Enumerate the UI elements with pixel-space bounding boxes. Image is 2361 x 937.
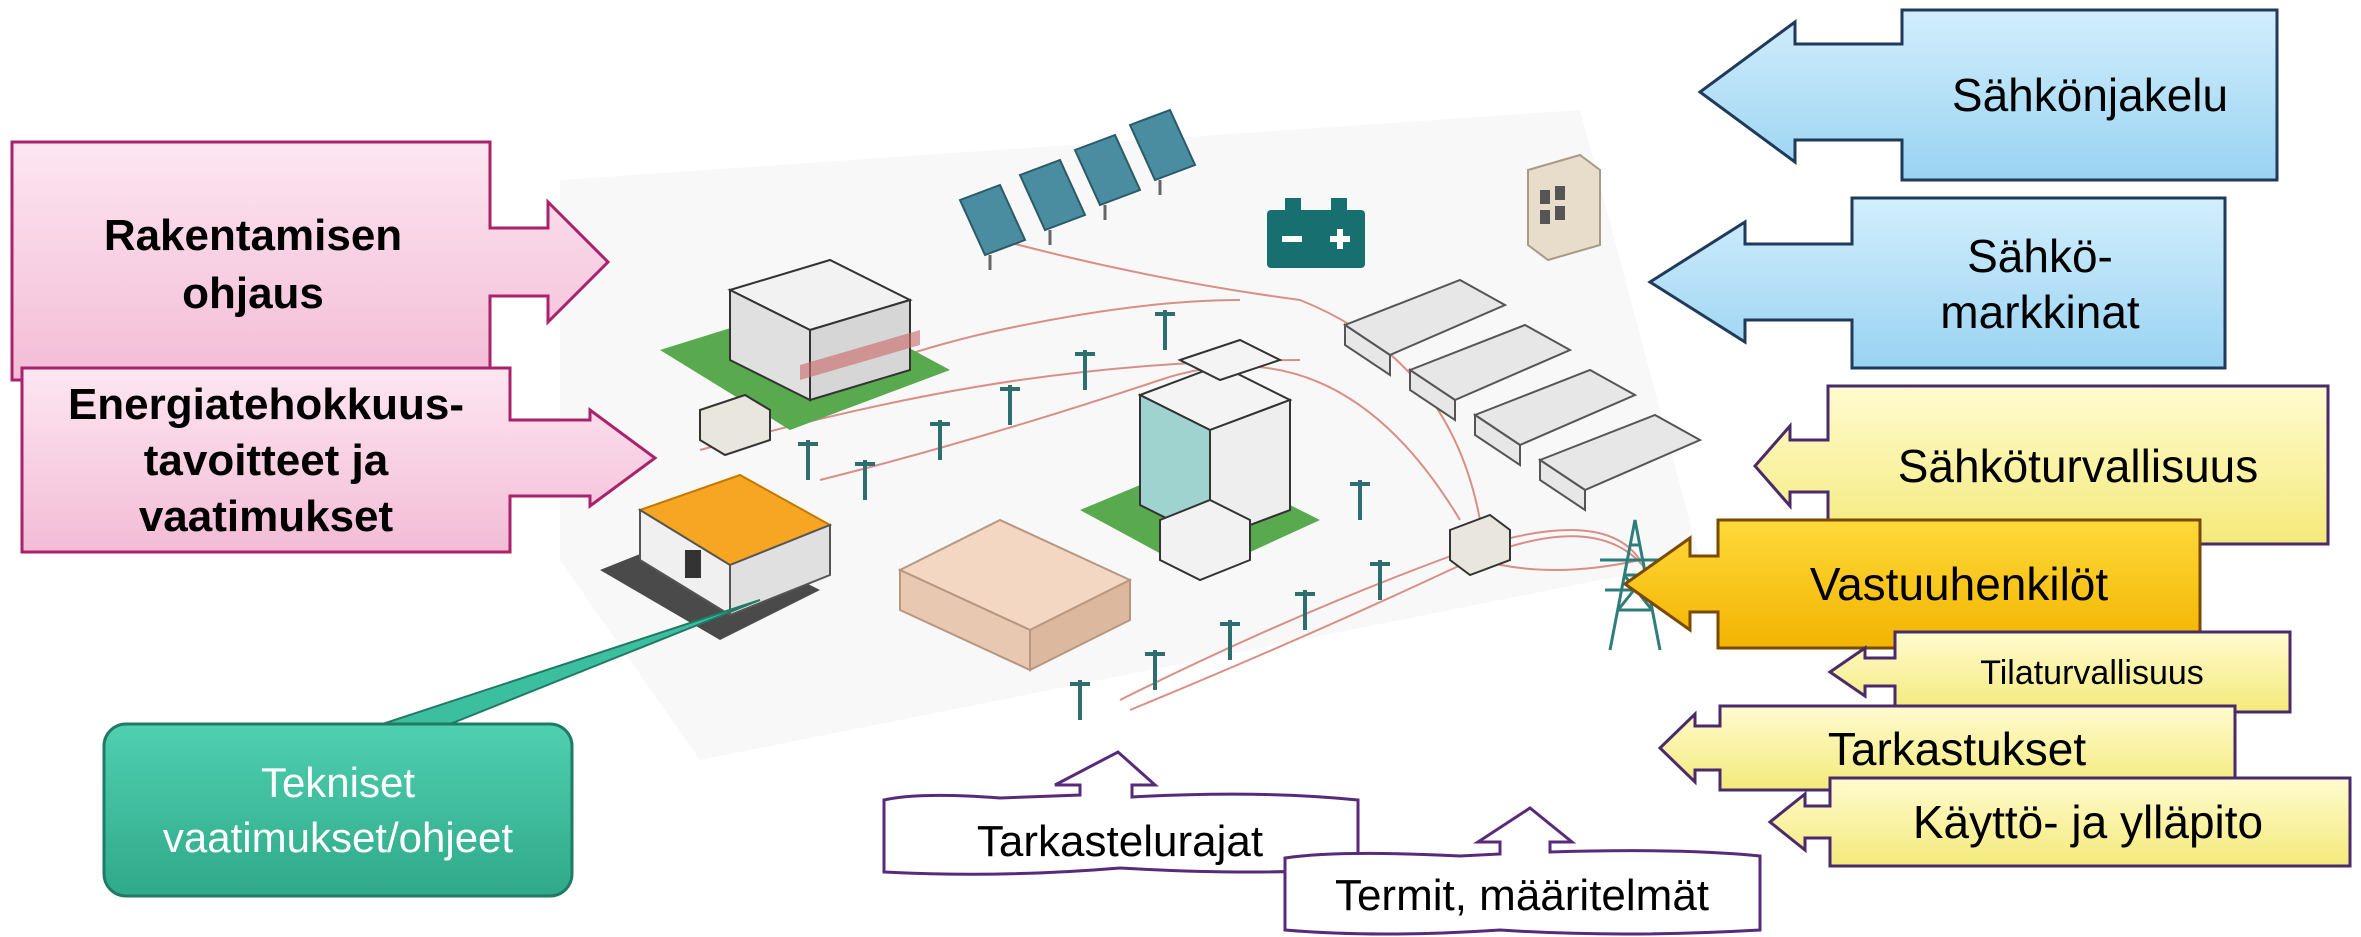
rakentamisen-ohjaus-line1: Rakentamisen — [104, 211, 402, 260]
office-building-left — [660, 258, 950, 430]
sahkoturvallisuus-callout[interactable]: Sähköturvallisuus — [1753, 384, 2330, 546]
solar-panels — [958, 108, 1197, 270]
tarkastelurajat-label: Tarkastelurajat — [977, 817, 1263, 866]
sahkomarkkinat-callout[interactable]: Sähkö- markkinat — [1647, 196, 2227, 370]
sahkonjakelu-callout[interactable]: Sähkönjakelu — [1697, 8, 2279, 182]
energiatehokkuus-line2: tavoitteet ja — [144, 436, 389, 485]
utility-poles — [798, 310, 1390, 720]
energiatehokkuus-callout[interactable]: Energiatehokkuus- tavoitteet ja vaatimuk… — [20, 366, 658, 554]
battery-icon — [1267, 198, 1365, 268]
tarkastelurajat-callout[interactable]: Tarkastelurajat — [882, 750, 1360, 876]
power-lines — [699, 239, 1651, 711]
tilaturvallisuus-callout[interactable]: Tilaturvallisuus — [1827, 630, 2292, 714]
rakentamisen-ohjaus-callout[interactable]: Rakentamisen ohjaus — [10, 140, 611, 382]
sahkomarkkinat-line1: Sähkö- — [1967, 230, 2113, 282]
sahkomarkkinat-line2: markkinat — [1940, 286, 2140, 338]
beige-building — [897, 518, 1133, 672]
kaytto-yllapito-callout[interactable]: Käyttö- ja ylläpito — [1767, 776, 2352, 868]
shop-building — [600, 473, 833, 640]
transformers — [699, 393, 1511, 577]
vastuuhenkilot-label: Vastuuhenkilöt — [1810, 558, 2109, 610]
termit-maaritelmat-callout[interactable]: Termit, määritelmät — [1283, 806, 1762, 936]
sahkoturvallisuus-label: Sähköturvallisuus — [1898, 440, 2259, 492]
energiatehokkuus-line3: vaatimukset — [139, 492, 394, 541]
energiatehokkuus-line1: Energiatehokkuus- — [68, 380, 464, 429]
tarkastukset-callout[interactable]: Tarkastukset — [1657, 704, 2237, 792]
tekniset-vaatimukset-callout[interactable]: Tekniset vaatimukset/ohjeet — [102, 599, 761, 898]
glass-office-building — [1080, 338, 1320, 582]
tekniset-line1: Tekniset — [261, 759, 415, 806]
sahkonjakelu-label: Sähkönjakelu — [1952, 69, 2228, 121]
vastuuhenkilot-callout[interactable]: Vastuuhenkilöt — [1622, 518, 2202, 650]
data-center-racks — [1342, 278, 1703, 512]
rakentamisen-ohjaus-line2: ohjaus — [182, 269, 324, 318]
tilaturvallisuus-label: Tilaturvallisuus — [1980, 654, 2204, 692]
tarkastukset-label: Tarkastukset — [1828, 723, 2086, 775]
kaytto-yllapito-label: Käyttö- ja ylläpito — [1913, 796, 2263, 848]
tekniset-line2: vaatimukset/ohjeet — [163, 814, 514, 861]
city-energy-illustration — [560, 108, 1703, 760]
termit-maaritelmat-label: Termit, määritelmät — [1335, 871, 1709, 920]
electric-cabinet — [1527, 153, 1601, 262]
